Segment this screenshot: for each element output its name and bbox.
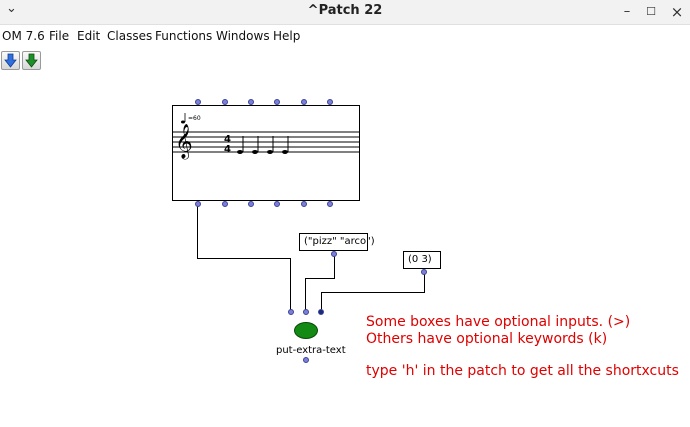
- menu-bar: OM 7.6 File Edit Classes Functions Windo…: [0, 27, 690, 47]
- list-box[interactable]: (0 3): [403, 251, 441, 269]
- arrow-down-green-button[interactable]: [22, 51, 41, 70]
- score-input-1[interactable]: [195, 99, 201, 105]
- menu-windows[interactable]: Windows: [216, 29, 270, 43]
- menu-edit[interactable]: Edit: [77, 29, 101, 43]
- fn-input-extra[interactable]: [303, 309, 309, 315]
- window-title: ^Patch 22: [307, 3, 383, 18]
- score-input-2[interactable]: [222, 99, 228, 105]
- comment-optional-keywords: Others have optional keywords (k): [366, 331, 608, 347]
- list-output[interactable]: [421, 269, 427, 275]
- close-button[interactable]: ×: [670, 3, 684, 21]
- fn-input-position[interactable]: [318, 309, 324, 315]
- score-input-3[interactable]: [248, 99, 254, 105]
- score-input-6[interactable]: [327, 99, 333, 105]
- pizz-arco-output[interactable]: [331, 251, 337, 257]
- menu-om[interactable]: OM 7.6: [2, 29, 45, 43]
- window-menu-chevron-icon[interactable]: ⌄: [6, 1, 17, 16]
- cable-score-to-input[interactable]: [290, 258, 291, 311]
- minimize-button[interactable]: –: [623, 4, 631, 19]
- cable-score-horizontal[interactable]: [197, 258, 290, 259]
- cable-pizz-to-input[interactable]: [305, 278, 306, 311]
- score-box[interactable]: 𝄞 4 4 =60: [172, 105, 360, 201]
- menu-file[interactable]: File: [49, 29, 70, 43]
- score-input-5[interactable]: [301, 99, 307, 105]
- score-output-1[interactable]: [195, 201, 201, 207]
- arrow-down-green-icon: [25, 53, 38, 68]
- pizz-arco-value: ("pizz" "arco"): [304, 236, 375, 247]
- tempo-label: =60: [188, 115, 201, 122]
- note-4: [282, 136, 289, 154]
- staff-notation: 𝄞 4 4: [173, 113, 359, 160]
- cable-pizz-horizontal[interactable]: [305, 278, 335, 279]
- pizz-arco-box[interactable]: ("pizz" "arco"): [299, 233, 375, 251]
- comment-shortcuts: type 'h' in the patch to get all the sho…: [366, 363, 679, 379]
- cable-pizz-vertical[interactable]: [334, 255, 335, 278]
- menu-help[interactable]: Help: [273, 29, 301, 43]
- function-name: put-extra-text: [276, 345, 346, 356]
- cable-list-horizontal[interactable]: [321, 292, 425, 293]
- score-output-2[interactable]: [222, 201, 228, 207]
- maximize-button[interactable]: ☐: [646, 5, 656, 18]
- fn-input-self[interactable]: [288, 309, 294, 315]
- note-2: [252, 136, 259, 154]
- svg-text:4: 4: [224, 134, 231, 145]
- cable-score-vertical[interactable]: [197, 205, 198, 258]
- cable-list-to-input[interactable]: [321, 292, 322, 311]
- score-output-4[interactable]: [274, 201, 280, 207]
- arrow-down-blue-button[interactable]: [1, 51, 20, 70]
- fn-output[interactable]: [303, 357, 309, 363]
- svg-text:4: 4: [224, 144, 231, 155]
- score-output-6[interactable]: [327, 201, 333, 207]
- menu-functions[interactable]: Functions: [155, 29, 213, 43]
- menu-classes[interactable]: Classes: [107, 29, 153, 43]
- title-bar: ⌄ ^Patch 22 – ☐ ×: [0, 0, 690, 25]
- list-value: (0 3): [408, 254, 432, 265]
- score-input-4[interactable]: [274, 99, 280, 105]
- comment-optional-inputs: Some boxes have optional inputs. (>): [366, 314, 631, 330]
- put-extra-text-icon[interactable]: [294, 322, 318, 339]
- note-3: [267, 136, 274, 154]
- score-output-3[interactable]: [248, 201, 254, 207]
- score-output-5[interactable]: [301, 201, 307, 207]
- note-1: [237, 136, 244, 154]
- cable-list-vertical[interactable]: [424, 274, 425, 292]
- arrow-down-blue-icon: [4, 53, 17, 68]
- treble-clef-icon: 𝄞: [175, 124, 193, 160]
